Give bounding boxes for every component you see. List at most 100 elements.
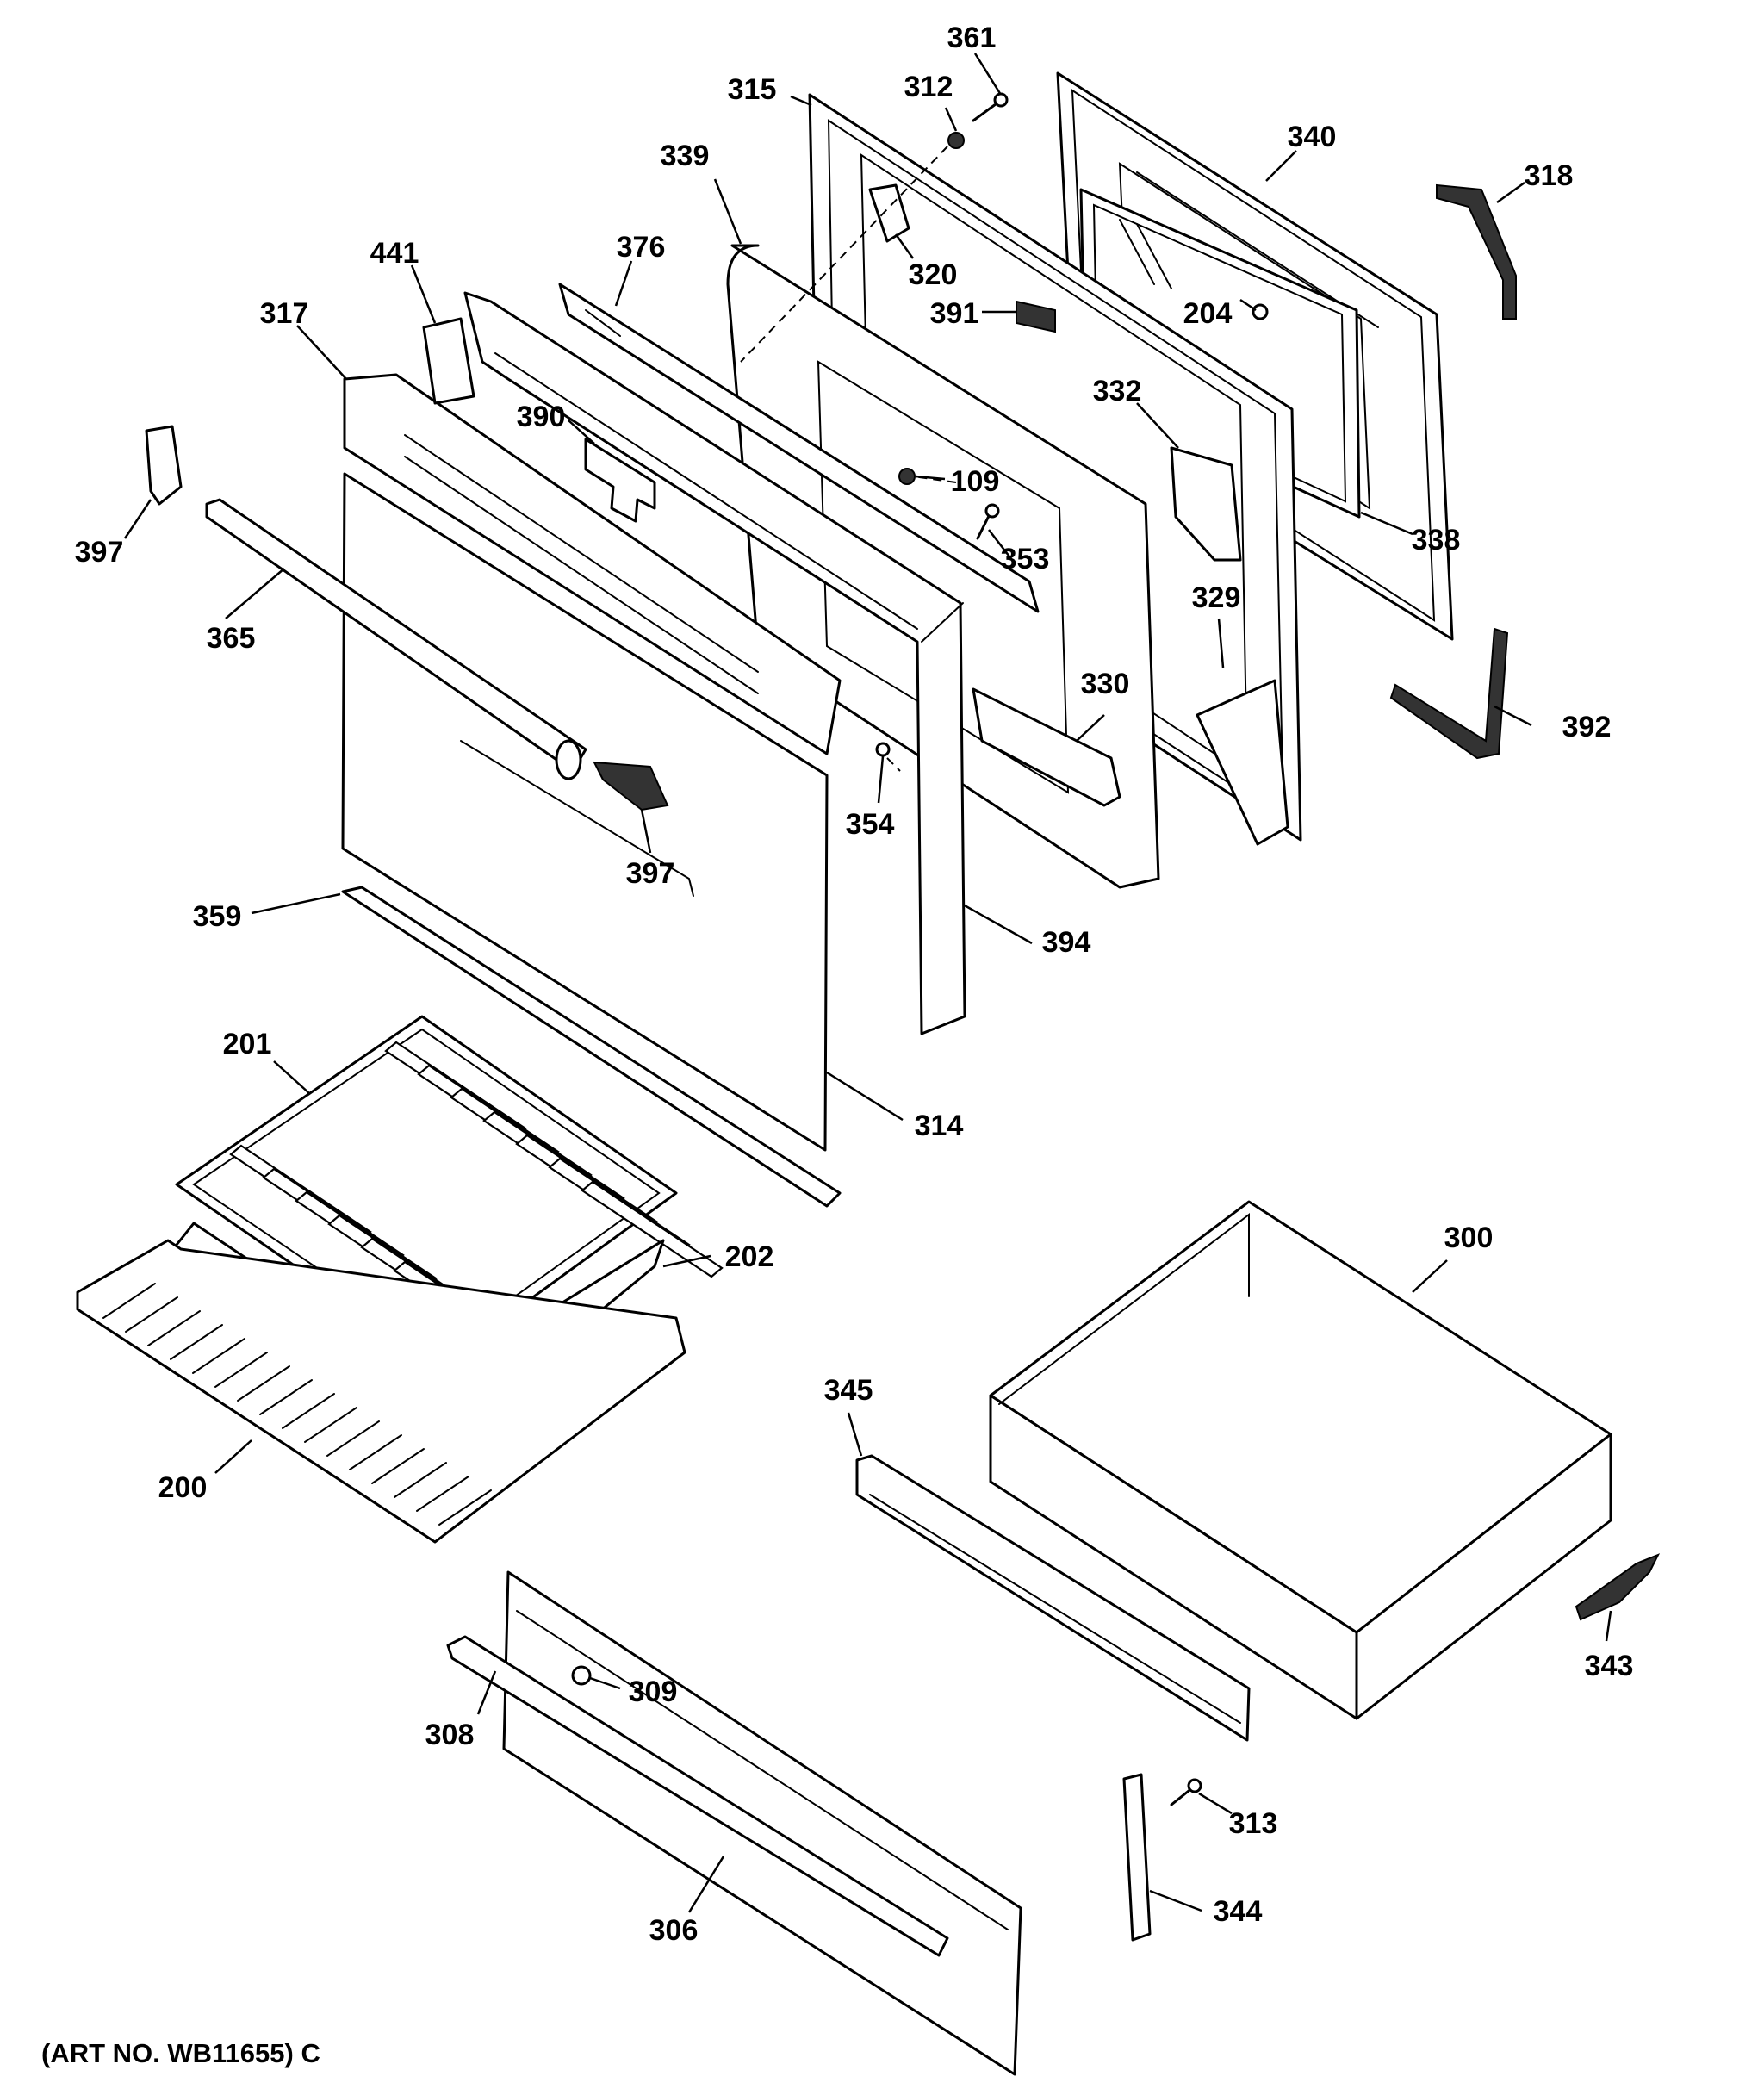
art-number-caption: (ART NO. WB11655) C	[41, 2038, 320, 2068]
rack-bar	[259, 1379, 313, 1415]
leader-318	[1496, 181, 1525, 204]
rack-bar	[192, 1338, 245, 1374]
rack-bar	[394, 1462, 447, 1498]
callout-315: 315	[728, 73, 777, 106]
door-top-trim-376	[558, 283, 1040, 613]
rack-bar	[416, 1476, 469, 1512]
clip-391	[1016, 300, 1056, 333]
leader-309	[589, 1676, 621, 1690]
leader-353	[988, 529, 1013, 561]
hinge-receiver-329	[1196, 679, 1289, 846]
callout-318: 318	[1525, 159, 1574, 192]
leader-344	[1149, 1889, 1202, 1912]
door-bottom-trim-359	[341, 886, 842, 1208]
handle-end-cap-397b	[593, 761, 669, 811]
screw-313	[1170, 1778, 1202, 1806]
door-handle-365	[205, 498, 587, 780]
callout-345: 345	[824, 1374, 873, 1407]
leader-394	[962, 903, 1033, 945]
rack-bar	[237, 1365, 290, 1402]
callout-317: 317	[260, 297, 309, 330]
callout-390: 390	[517, 401, 566, 433]
rack-bar	[147, 1310, 201, 1346]
leader-338	[1360, 511, 1413, 536]
callout-397b: 397	[626, 857, 675, 890]
leader-308	[476, 1670, 497, 1715]
hinge-320	[868, 183, 910, 243]
rack-bar	[438, 1489, 492, 1526]
screw-361	[972, 92, 1009, 122]
callout-312: 312	[904, 71, 953, 103]
screw-353	[976, 503, 1000, 540]
screw-204	[1252, 303, 1269, 320]
handle-end-cap-397a	[145, 425, 183, 506]
callout-109: 109	[951, 465, 1000, 498]
vent-trim-317	[343, 373, 842, 755]
callout-332: 332	[1093, 375, 1142, 407]
leader-202	[662, 1254, 711, 1268]
leader-317	[296, 325, 347, 380]
leader-397b	[640, 809, 652, 854]
leader-313	[1198, 1792, 1233, 1815]
door-side-frame-394	[463, 291, 966, 1035]
rack-bar	[371, 1448, 425, 1484]
insulation-block-332	[1170, 446, 1242, 562]
bracket-390	[584, 438, 656, 523]
outer-door-panel-314	[341, 472, 829, 1152]
leader-320	[894, 233, 915, 259]
callout-314: 314	[915, 1110, 964, 1142]
leader-376	[614, 260, 633, 307]
drawer-glide-343	[1575, 1553, 1661, 1621]
screw-309	[571, 1665, 592, 1686]
leader-354	[877, 755, 885, 804]
rack-bar	[102, 1283, 156, 1319]
callout-441: 441	[370, 237, 419, 270]
callout-340: 340	[1288, 121, 1337, 153]
leader-204	[1239, 298, 1257, 312]
leader-392	[1494, 705, 1532, 727]
rack-bar	[214, 1352, 268, 1388]
drawer-box-300	[989, 1200, 1612, 1720]
leader-200	[214, 1439, 252, 1474]
callout-361: 361	[947, 22, 997, 54]
rack-bar	[326, 1420, 380, 1457]
screw-354	[875, 742, 891, 757]
callout-354: 354	[846, 808, 895, 841]
callout-359: 359	[193, 900, 242, 933]
rack-bar	[125, 1296, 178, 1333]
leader-312	[944, 107, 958, 132]
callout-330: 330	[1081, 668, 1130, 700]
callout-391: 391	[930, 297, 979, 330]
callout-365: 365	[207, 622, 256, 655]
drawer-bracket-344	[1122, 1773, 1152, 1942]
door-gasket-330	[972, 687, 1121, 807]
callout-329: 329	[1192, 581, 1241, 614]
callout-397a: 397	[75, 536, 124, 569]
leader-343	[1605, 1610, 1612, 1642]
leader-390	[568, 420, 595, 444]
rack-bar	[170, 1324, 223, 1360]
grommet-109	[898, 468, 916, 485]
callout-202: 202	[725, 1240, 774, 1273]
callout-339: 339	[661, 140, 710, 172]
drawer-runner-345	[855, 1454, 1251, 1742]
callout-344: 344	[1214, 1895, 1263, 1928]
leader-201	[273, 1060, 311, 1095]
leader-345	[847, 1412, 863, 1457]
rack-bar	[282, 1393, 335, 1429]
washer-312	[947, 132, 965, 149]
leader-361	[973, 53, 1003, 96]
leader-441	[410, 264, 437, 324]
callout-306: 306	[649, 1914, 699, 1947]
leader-330	[1076, 714, 1105, 742]
callout-353: 353	[1001, 543, 1050, 575]
door-gasket-392	[1389, 627, 1509, 760]
oven-rack-200	[76, 1239, 686, 1544]
callout-338: 338	[1412, 524, 1461, 556]
leader-109	[915, 475, 946, 481]
rack-bar	[349, 1434, 402, 1470]
broiler-grid-slot	[581, 1180, 724, 1278]
callout-313: 313	[1229, 1807, 1278, 1840]
leader-315	[790, 95, 812, 107]
